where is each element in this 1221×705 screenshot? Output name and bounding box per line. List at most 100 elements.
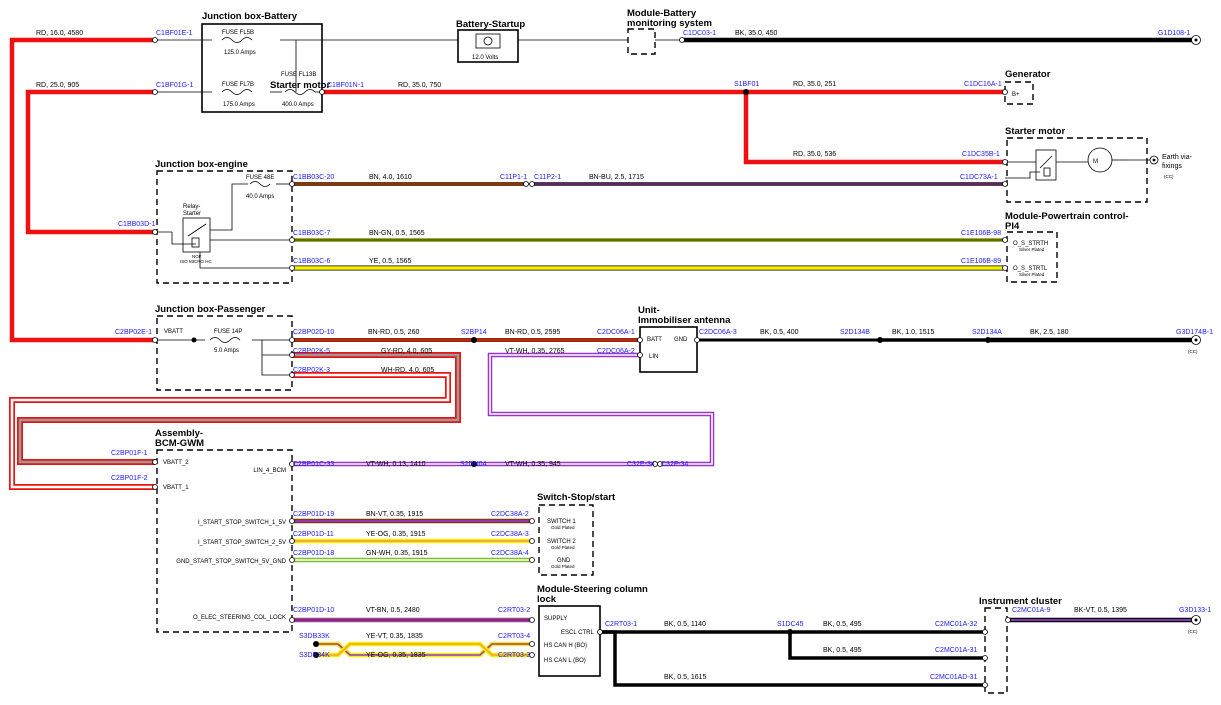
- ground-g1d108[interactable]: [1191, 35, 1201, 45]
- wire-rd-16-4580[interactable]: [9, 37, 155, 343]
- wire-yevt-035-1835[interactable]: [316, 641, 532, 658]
- generator-pin-label: B+: [1012, 92, 1020, 98]
- battery-startup[interactable]: Battery-Startup 12.0 Volts: [456, 19, 525, 63]
- module-powertrain-control[interactable]: Module-Powertrain control- PI4 O_S_STRTH…: [1005, 211, 1129, 283]
- connector-c2dc38a2[interactable]: C2DC38A-2: [491, 511, 529, 518]
- connector-c1bb03c6[interactable]: C1BB03C-6: [293, 258, 330, 265]
- wire-vtwh-035-2765[interactable]: [487, 352, 715, 467]
- connector-c2rt03-2[interactable]: C2RT03-2: [498, 607, 530, 614]
- junction-box-engine[interactable]: Junction box-engine FUSE 48E 40.0 Amps R…: [155, 159, 293, 284]
- connector-c1e106b89[interactable]: C1E106B-89: [961, 258, 1001, 265]
- connector-c1dc35b1[interactable]: C1DC35B-1: [962, 151, 1000, 158]
- connector-c2mc01ad31[interactable]: C2MC01AD-31: [930, 674, 978, 681]
- pcm-pin-strth: O_S_STRTH: [1013, 241, 1048, 247]
- connector-c2rt03-3[interactable]: C2RT03-3: [498, 652, 530, 659]
- connector-c1dc73a1[interactable]: C1DC73A-1: [960, 174, 998, 181]
- connector-c2dc06a2[interactable]: C2DC06A-2: [597, 348, 635, 355]
- connector-c2mc01a9[interactable]: C2MC01A-9: [1012, 607, 1051, 614]
- instrument-cluster[interactable]: Instrument cluster: [979, 596, 1062, 694]
- ground-g3d133[interactable]: (CC): [1188, 615, 1201, 635]
- wire-gyrd-40-605[interactable]: [17, 352, 461, 465]
- connector-g3d133-1[interactable]: G3D133-1: [1179, 607, 1211, 614]
- connector-c1dc03-1[interactable]: C1DC03-1: [683, 30, 716, 37]
- fuse-48e[interactable]: FUSE 48E 40.0 Amps: [246, 175, 274, 200]
- wire-rd-25-905[interactable]: [25, 89, 155, 235]
- connector-c1bb03c7[interactable]: C1BB03C-7: [293, 230, 330, 237]
- generator[interactable]: Generator B+: [1004, 69, 1051, 105]
- connector-c1bf01n1[interactable]: C1BF01N-1: [327, 82, 364, 89]
- module-steering-column-lock[interactable]: Module-Steering column lock SUPPLY ESCL …: [537, 584, 648, 677]
- connector-c2bp02e1[interactable]: C2BP02E-1: [115, 329, 152, 336]
- junction-box-battery[interactable]: Junction box-Battery FUSE FL5B 125.0 Amp…: [201, 11, 330, 113]
- wire-label-bnvt-035-1915: BN-VT, 0.35, 1915: [366, 511, 423, 518]
- switch-stop-start[interactable]: Switch-Stop/start SWITCH 1 Gold Plated S…: [537, 492, 616, 576]
- connector-c2mc01a31[interactable]: C2MC01A-31: [935, 647, 978, 654]
- connector-c2mc01a32[interactable]: C2MC01A-32: [935, 621, 978, 628]
- splice-s2d134a[interactable]: S2D134A: [972, 329, 1002, 336]
- connector-c2bp01d19[interactable]: C2BP01D-19: [293, 511, 334, 518]
- module-battery-monitoring[interactable]: Module-Battery monitoring system: [627, 8, 712, 55]
- connector-c2bp01d11[interactable]: C2BP01D-11: [293, 531, 334, 538]
- connector-c32e-34[interactable]: C32E-34: [627, 461, 655, 468]
- connector-c1bf01g1[interactable]: C1BF01G-1: [156, 82, 193, 89]
- connector-c1bb03c20[interactable]: C1BB03C-20: [293, 174, 334, 181]
- starter-motor[interactable]: Starter motor M: [1005, 126, 1150, 203]
- connector-c2dc38a3[interactable]: C2DC38A-3: [491, 531, 529, 538]
- connector-c2bp02k5[interactable]: C2BP02K-5: [293, 348, 330, 355]
- splice-s3db33k[interactable]: S3DB33K: [299, 633, 330, 640]
- immobiliser-title-1: Unit-: [638, 305, 660, 316]
- connector-c2dc06a3[interactable]: C2DC06A-3: [699, 329, 737, 336]
- splice-s1bf01[interactable]: S1BF01: [734, 81, 759, 88]
- bcm-gnd-ss: GND_START_STOP_SWITCH_5V_GND: [176, 559, 286, 565]
- earth-fixings[interactable]: Earth via- fixings (CC): [1149, 154, 1193, 179]
- connector-c2bp01f1[interactable]: C2BP01F-1: [111, 450, 148, 457]
- connector-c32f-34[interactable]: C32F-34: [661, 461, 688, 468]
- connector-c2bp01d18[interactable]: C2BP01D-18: [293, 550, 334, 557]
- wire-label-bk-05-495a: BK, 0.5, 495: [823, 621, 862, 628]
- splice-s1dc45[interactable]: S1DC45: [777, 621, 804, 628]
- connector-c2rt03-4[interactable]: C2RT03-4: [498, 633, 530, 640]
- splice-s2d134b[interactable]: S2D134B: [840, 329, 870, 336]
- connector-g3d174b-1[interactable]: G3D174B-1: [1176, 329, 1213, 336]
- fuse-fl5b[interactable]: FUSE FL5B 125.0 Amps: [221, 30, 256, 56]
- fuse-14p[interactable]: FUSE 14P 5.0 Amps: [209, 329, 242, 354]
- wire-bk-05-495b[interactable]: [788, 632, 985, 660]
- connector-c2bp01c33[interactable]: C2BP01C-33: [293, 461, 334, 468]
- connector-c2dc06a1[interactable]: C2DC06A-1: [597, 329, 635, 336]
- wire-label-rd-35-750: RD, 35.0, 750: [398, 82, 441, 89]
- assembly-bcm-gwm[interactable]: Assembly- BCM-GWM VBATT_2 VBATT_1 LIN_4_…: [155, 428, 293, 633]
- wire-yeog-035-1835[interactable]: [316, 641, 532, 658]
- switch-ss-title: Switch-Stop/start: [537, 492, 616, 503]
- connector-c11p2-1[interactable]: C11P2-1: [534, 174, 561, 181]
- junction-box-passenger[interactable]: Junction box-Passenger VBATT FUSE 14P 5.…: [155, 304, 293, 391]
- fuse-fl7b[interactable]: FUSE FL7B 175.0 Amps: [221, 82, 255, 108]
- connector-c2bp01f2[interactable]: C2BP01F-2: [111, 475, 148, 482]
- wire-bk-05-1615[interactable]: [600, 630, 985, 687]
- escl-canl-pin: HS CAN L (BO): [544, 658, 586, 664]
- relay-starter[interactable]: Relay- Starter NOF ISO MICRO HC: [180, 204, 213, 264]
- connector-c2bp02d10[interactable]: C2BP02D-10: [293, 329, 334, 336]
- splice-s2dn04[interactable]: S2DN04: [460, 461, 487, 468]
- fuse-fl13b[interactable]: FUSE FL13B 400.0 Amps: [281, 72, 316, 108]
- wire-whrd-40-605[interactable]: [9, 372, 451, 490]
- battery-startup-title: Battery-Startup: [456, 19, 525, 30]
- connector-c2bp02k3[interactable]: C2BP02K-3: [293, 367, 330, 374]
- connector-c1e106b98[interactable]: C1E106B-98: [961, 230, 1001, 237]
- unit-immobiliser-antenna[interactable]: Unit- Immobiliser antenna BATT GND LIN: [638, 305, 731, 373]
- connector-c2bp01d10[interactable]: C2BP01D-10: [293, 607, 334, 614]
- starter-motor-inline-label: Starter motor: [270, 80, 330, 91]
- connector-c2dc38a4[interactable]: C2DC38A-4: [491, 550, 529, 557]
- switch-2-plating: Gold Plated: [551, 545, 575, 550]
- starter-motor-title: Starter motor: [1005, 126, 1065, 137]
- connector-c2rt03-1[interactable]: C2RT03-1: [605, 621, 637, 628]
- splice-s2bp14[interactable]: S2BP14: [461, 329, 487, 336]
- splice-s3db34k[interactable]: S3DB34K: [299, 652, 330, 659]
- wire-rd-35-536[interactable]: [743, 92, 1005, 165]
- connector-c11p1-1[interactable]: C11P1-1: [500, 174, 527, 181]
- connector-g1d108-1[interactable]: G1D108-1: [1158, 30, 1190, 37]
- connector-c1bf01e1[interactable]: C1BF01E-1: [156, 30, 193, 37]
- ground-g3d174b[interactable]: (CC): [1188, 335, 1201, 355]
- connector-c1dc16a1[interactable]: C1DC16A-1: [964, 81, 1002, 88]
- escl-ctrl-pin: ESCL CTRL: [561, 630, 594, 636]
- connector-c1bb03d1[interactable]: C1BB03D-1: [118, 221, 155, 228]
